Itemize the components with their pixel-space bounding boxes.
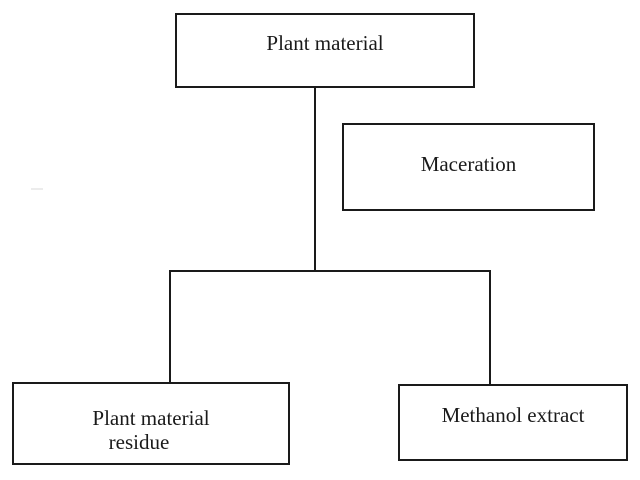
- node-plant-material-residue: Plant material residue: [12, 382, 290, 465]
- node-maceration: Maceration: [342, 123, 595, 211]
- scan-artifact: [31, 188, 43, 190]
- connector-drop-left-line: [169, 270, 171, 383]
- node-plant-material-residue-label-line1: Plant material: [92, 406, 210, 430]
- node-maceration-label: Maceration: [420, 152, 517, 176]
- node-plant-material: Plant material: [175, 13, 475, 88]
- node-plant-material-residue-label-line2: residue: [108, 430, 170, 454]
- node-plant-material-label: Plant material: [266, 31, 384, 55]
- connector-stem-line: [314, 88, 316, 272]
- node-methanol-extract: Methanol extract: [398, 384, 628, 461]
- connector-drop-right-line: [489, 270, 491, 385]
- node-methanol-extract-label: Methanol extract: [441, 403, 585, 427]
- connector-branch-line: [169, 270, 491, 272]
